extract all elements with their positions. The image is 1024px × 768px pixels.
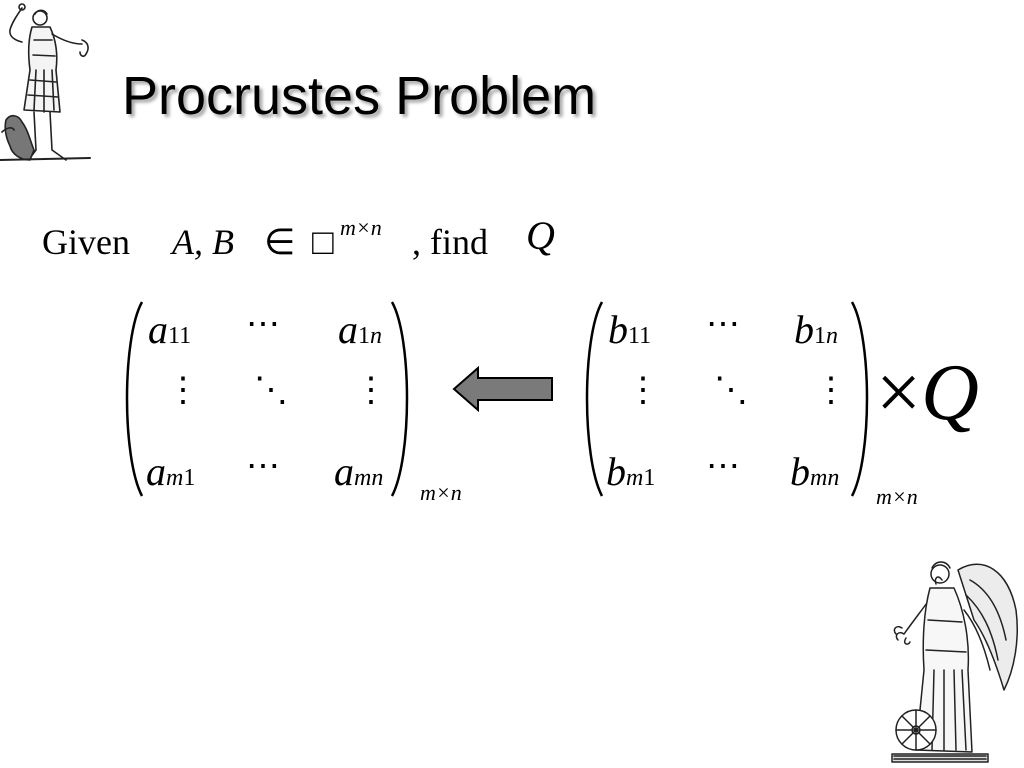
matrix-b-entry-m1: bm1 bbox=[606, 449, 656, 494]
matrix-b-brackets bbox=[585, 301, 869, 497]
matrix-b: b11 ⋯ b1n ⋮ ⋱ ⋮ bm1 ⋯ bmn bbox=[578, 298, 878, 498]
matrix-a-ddots: ⋱ bbox=[254, 372, 288, 409]
matrix-b-vdots-right: ⋮ bbox=[814, 372, 848, 409]
problem-statement: Given A, B ∈ □ m×n , find Q bbox=[42, 213, 602, 270]
matrix-a-entry-11: a11 bbox=[148, 307, 192, 352]
goddess-with-dog-illustration bbox=[0, 0, 100, 165]
matrix-b-ddots: ⋱ bbox=[714, 372, 748, 409]
times-q: ×Q bbox=[876, 348, 979, 438]
given-variables: A, B bbox=[172, 222, 234, 262]
matrix-a-hdots-top: ⋯ bbox=[246, 306, 280, 343]
q-variable: Q bbox=[921, 349, 979, 437]
matrix-a-vdots-right: ⋮ bbox=[354, 372, 388, 409]
matrix-b-entry-1n: b1n bbox=[794, 307, 838, 352]
matrix-b-hdots-top: ⋯ bbox=[706, 306, 740, 343]
find-label: , find bbox=[412, 222, 488, 262]
winged-victory-with-wheel-illustration bbox=[888, 550, 1020, 764]
matrix-a-entry-1n: a1n bbox=[338, 307, 382, 352]
matrix-b-vdots-left: ⋮ bbox=[626, 372, 660, 409]
left-arrow-icon bbox=[452, 366, 556, 412]
slide-title: Procrustes Problem bbox=[122, 66, 597, 126]
matrix-b-hdots-bottom: ⋯ bbox=[706, 448, 740, 485]
matrix-a-hdots-bottom: ⋯ bbox=[246, 448, 280, 485]
matrix-a-dimension: m×n bbox=[420, 480, 462, 505]
matrix-a-entry-mn: amn bbox=[334, 449, 384, 494]
matrix-b-dimension: m×n bbox=[876, 484, 918, 509]
matrix-b-entry-mn: bmn bbox=[790, 449, 840, 494]
find-variable: Q bbox=[526, 213, 555, 258]
matrix-a-entry-m1: am1 bbox=[146, 449, 196, 494]
element-of-symbol: ∈ bbox=[264, 222, 296, 262]
matrix-a: a11 ⋯ a1n ⋮ ⋱ ⋮ am1 ⋯ amn bbox=[118, 298, 418, 498]
matrix-a-brackets bbox=[125, 301, 409, 497]
set-symbol: □ bbox=[312, 222, 334, 262]
given-label: Given bbox=[42, 222, 130, 262]
matrix-b-entry-11: b11 bbox=[608, 307, 652, 352]
times-symbol: × bbox=[876, 349, 922, 437]
set-dimension: m×n bbox=[340, 215, 382, 240]
matrix-a-vdots-left: ⋮ bbox=[166, 372, 200, 409]
